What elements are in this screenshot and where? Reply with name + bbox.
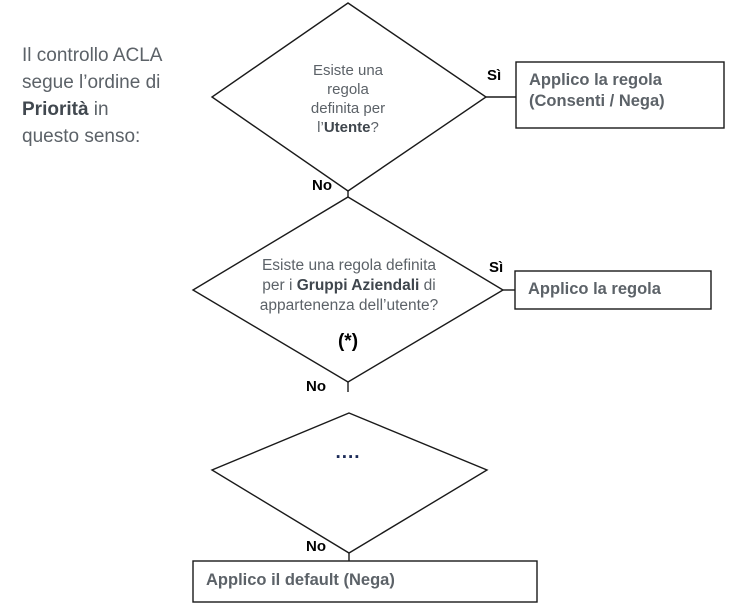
intro-line-1: Il controllo ACLA	[22, 45, 163, 66]
decision-node-user	[210, 2, 488, 192]
decision-node-ellipsis	[210, 412, 489, 554]
result-box-apply-rule	[514, 270, 712, 310]
intro-line-3-tail: in	[88, 99, 109, 120]
result-box-apply-default-deny	[192, 560, 538, 603]
intro-line-4: questo senso:	[22, 126, 141, 147]
intro-paragraph: Il controllo ACLA segue l’ordine di Prio…	[22, 42, 217, 150]
result-box-apply-rule-allow-deny	[515, 61, 725, 129]
intro-line-2: segue l’ordine di	[22, 72, 161, 93]
intro-emphasis: Priorità	[22, 99, 89, 120]
decision-node-company-groups	[191, 196, 505, 383]
